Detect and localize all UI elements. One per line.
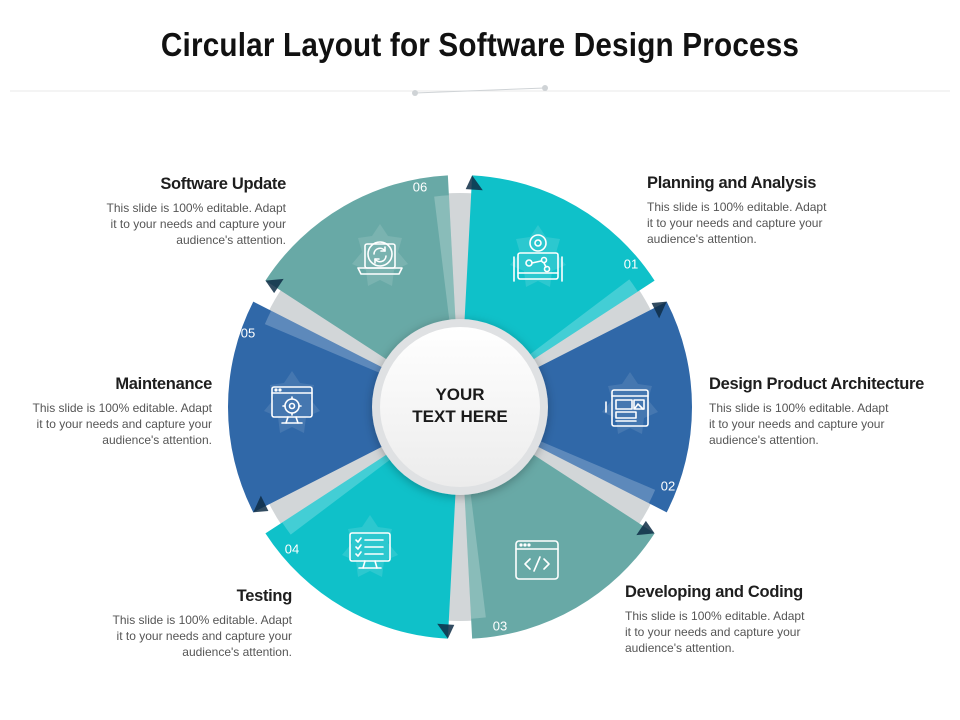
monitor-checklist-icon	[342, 515, 398, 577]
center-text: YOUR TEXT HERE	[380, 384, 540, 428]
step-06-title: Software Update	[160, 175, 286, 193]
step-number-03: 03	[493, 618, 507, 633]
segment-divider-3	[509, 433, 653, 527]
segment-divider-4	[445, 466, 475, 621]
segment-01	[463, 175, 655, 375]
step-06-text: Software Update This slide is 100% edita…	[26, 175, 287, 248]
segment-02	[513, 301, 692, 513]
step-05-text: Maintenance This slide is 100% editable.…	[0, 375, 213, 448]
step-03-title: Developing and Coding	[625, 583, 803, 601]
segment-03	[463, 439, 655, 639]
step-02-title: Design Product Architecture	[709, 375, 924, 393]
step-number-05: 05	[241, 325, 255, 340]
step-02-description: This slide is 100% editable. Adapt it to…	[709, 401, 889, 447]
center-text-line2: TEXT HERE	[412, 407, 508, 426]
gear-workflow-icon	[510, 225, 566, 287]
step-04-description: This slide is 100% editable. Adapt it to…	[112, 613, 292, 659]
segment-04	[265, 439, 457, 639]
step-number-01: 01	[624, 256, 638, 271]
step-01-text: Planning and Analysis This slide is 100%…	[647, 174, 907, 247]
segment-06	[265, 175, 457, 375]
step-number-04: 04	[285, 541, 299, 556]
segment-05	[228, 301, 407, 513]
step-04-title: Testing	[236, 587, 293, 605]
step-02-text: Design Product Architecture This slide i…	[709, 375, 960, 448]
segment-divider-1	[445, 192, 475, 348]
code-window-icon	[515, 540, 559, 580]
step-number-06: 06	[413, 179, 427, 194]
center-disc	[372, 319, 548, 495]
step-03-description: This slide is 100% editable. Adapt it to…	[625, 609, 805, 655]
design-layout-icon	[602, 372, 658, 434]
page-title: Circular Layout for Software Design Proc…	[160, 26, 800, 63]
step-03-text: Developing and Coding This slide is 100%…	[625, 583, 885, 656]
step-05-description: This slide is 100% editable. Adapt it to…	[32, 401, 212, 447]
step-number-02: 02	[661, 478, 675, 493]
step-04-text: Testing This slide is 100% editable. Ada…	[32, 587, 293, 660]
step-01-title: Planning and Analysis	[647, 174, 817, 192]
segment-divider-2	[509, 287, 653, 381]
step-06-description: This slide is 100% editable. Adapt it to…	[106, 201, 286, 247]
monitor-gear-icon	[264, 371, 320, 433]
segment-divider-5	[267, 433, 411, 527]
laptop-refresh-icon	[352, 224, 408, 286]
center-text-line1: YOUR	[435, 385, 485, 404]
segment-divider-6	[267, 287, 411, 381]
step-01-description: This slide is 100% editable. Adapt it to…	[647, 200, 827, 246]
step-05-title: Maintenance	[115, 375, 212, 393]
